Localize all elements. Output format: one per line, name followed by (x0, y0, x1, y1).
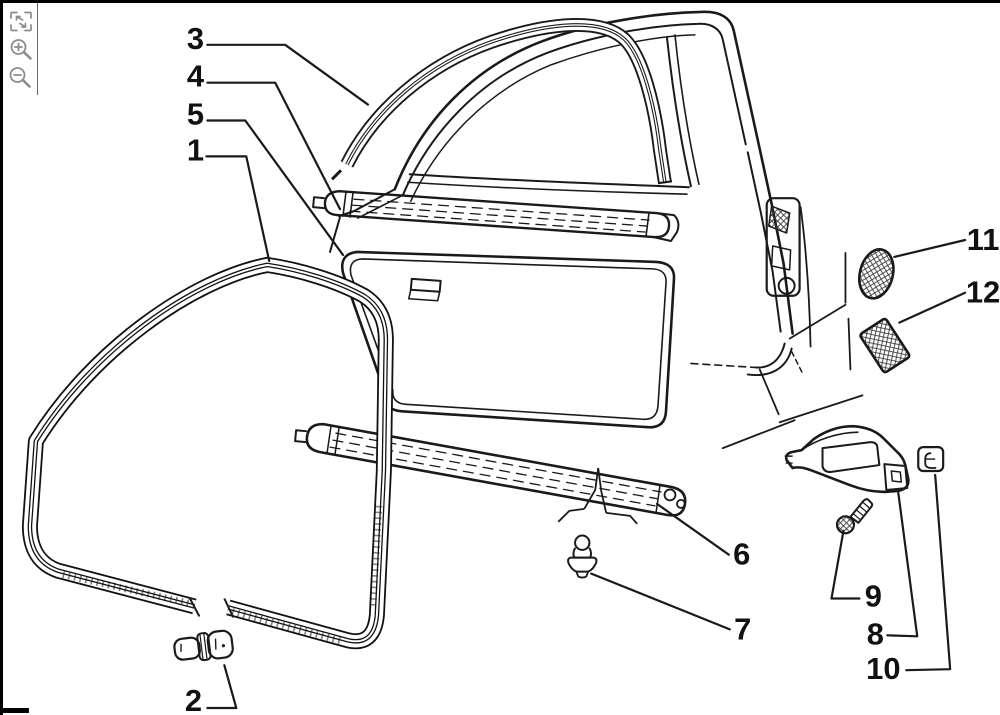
viewer-toolbar (3, 3, 38, 95)
callout-2-leader (206, 664, 238, 710)
callout-1[interactable]: 1 (187, 132, 271, 263)
clip-position-marker (557, 467, 638, 525)
callout-5-leader (206, 119, 345, 257)
part-10-clip-nut (917, 446, 945, 473)
fit-to-page-icon (10, 11, 32, 31)
callout-11-number: 11 (967, 222, 1000, 257)
callouts: 1 2 3 4 5 6 7 (185, 21, 1000, 715)
callout-9-number: 9 (865, 578, 882, 613)
callout-10-leader (905, 473, 952, 672)
zoom-in-icon (10, 39, 32, 60)
callout-6-number: 6 (733, 537, 750, 572)
part-4-inner-waist-strip (312, 190, 680, 242)
callout-3-number: 3 (187, 21, 204, 56)
part-3-window-frame-seal (330, 17, 673, 185)
part-12-rect-patch (859, 317, 911, 374)
part-9-screw (835, 498, 874, 535)
part-1-door-aperture-seal (21, 256, 394, 650)
callout-3-leader (206, 43, 369, 106)
callout-3[interactable]: 3 (187, 21, 369, 106)
zoom-out-button[interactable] (6, 65, 36, 93)
parts-diagram-canvas[interactable]: 1 2 3 4 5 6 7 (3, 3, 1000, 715)
callout-9[interactable]: 9 (830, 529, 882, 614)
callout-10[interactable]: 10 (866, 473, 952, 686)
zoom-in-button[interactable] (6, 36, 36, 64)
callout-4-leader (206, 81, 342, 211)
callout-1-leader (205, 155, 271, 263)
part-5-door-glass-panel (341, 250, 676, 429)
part-2-seal-joint-sleeve (173, 629, 234, 662)
door-body-drawing (329, 10, 864, 450)
zoom-out-icon (9, 67, 31, 88)
part-6-outer-waist-strip (294, 422, 687, 517)
callout-8-number: 8 (867, 616, 884, 651)
callout-11-leader (893, 238, 967, 259)
part-8-bracket (784, 424, 910, 494)
callout-4[interactable]: 4 (187, 59, 342, 211)
callout-12-leader (898, 291, 967, 324)
callout-8-leader (886, 491, 919, 638)
callout-8[interactable]: 8 (867, 491, 919, 651)
part-7-fastener-clip (567, 534, 598, 579)
callout-2-number: 2 (185, 683, 202, 715)
callout-12[interactable]: 12 (898, 275, 1000, 324)
callout-4-number: 4 (187, 59, 204, 94)
callout-7[interactable]: 7 (590, 572, 751, 647)
callout-7-number: 7 (734, 611, 751, 646)
callout-7-leader (590, 572, 731, 631)
glass-bracket (407, 277, 442, 302)
callout-2[interactable]: 2 (185, 664, 238, 715)
callout-9-leader (830, 529, 861, 600)
callout-10-number: 10 (866, 651, 900, 686)
callout-11[interactable]: 11 (893, 222, 1000, 259)
part-11-oval-patch (858, 248, 895, 300)
bottom-border-segment (3, 708, 29, 714)
callout-6[interactable]: 6 (655, 502, 750, 572)
callout-12-number: 12 (966, 275, 1000, 310)
callout-5-number: 5 (187, 97, 204, 132)
fit-to-page-button[interactable] (6, 7, 36, 35)
callout-5[interactable]: 5 (187, 97, 345, 257)
callout-6-leader (655, 502, 730, 556)
callout-1-number: 1 (187, 132, 204, 167)
